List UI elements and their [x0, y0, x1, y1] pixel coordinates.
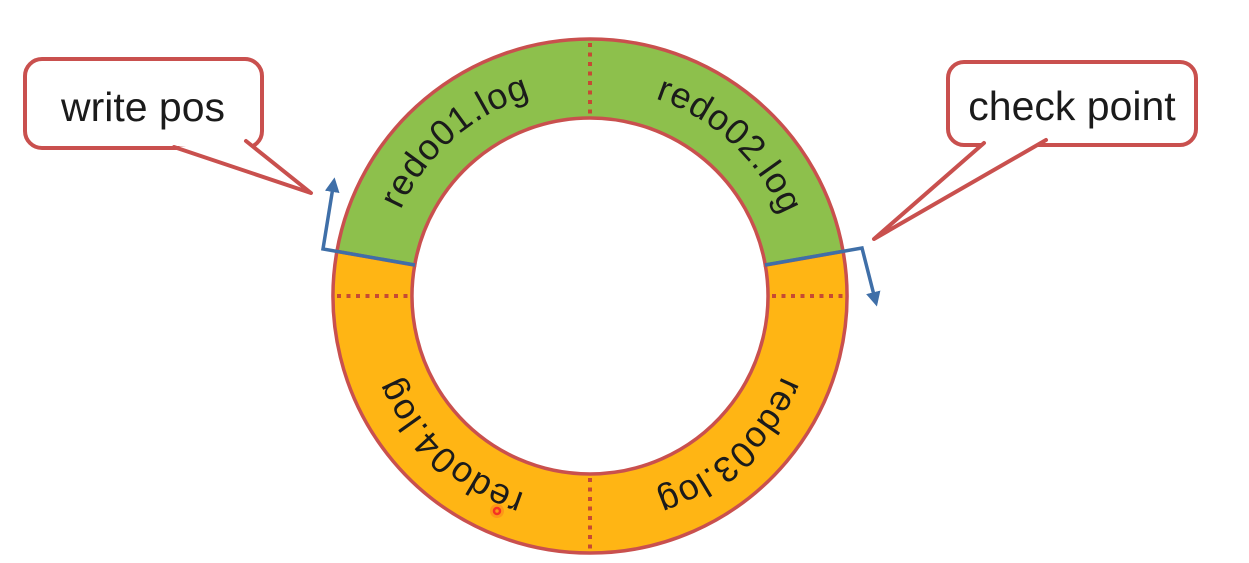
check-point-bubble: [946, 60, 1198, 147]
write-pos-bubble: [23, 57, 264, 150]
write-pos-callout: write pos: [23, 57, 313, 195]
check-point-label: check point: [968, 83, 1176, 129]
laser-pointer-dot: [490, 504, 504, 518]
laser-dot-core: [492, 506, 502, 516]
write-pos-label: write pos: [60, 84, 225, 130]
write-pos-tail: [172, 139, 313, 195]
ring-green-region: [334, 37, 846, 268]
laser-dot-glow: [490, 504, 504, 518]
check-point-callout: check point: [872, 60, 1198, 241]
ring-orange-region: [331, 249, 849, 555]
write-pos-arrow: [320, 177, 416, 267]
check-point-tail: [872, 138, 1048, 241]
check-point-arrow: [764, 245, 881, 307]
